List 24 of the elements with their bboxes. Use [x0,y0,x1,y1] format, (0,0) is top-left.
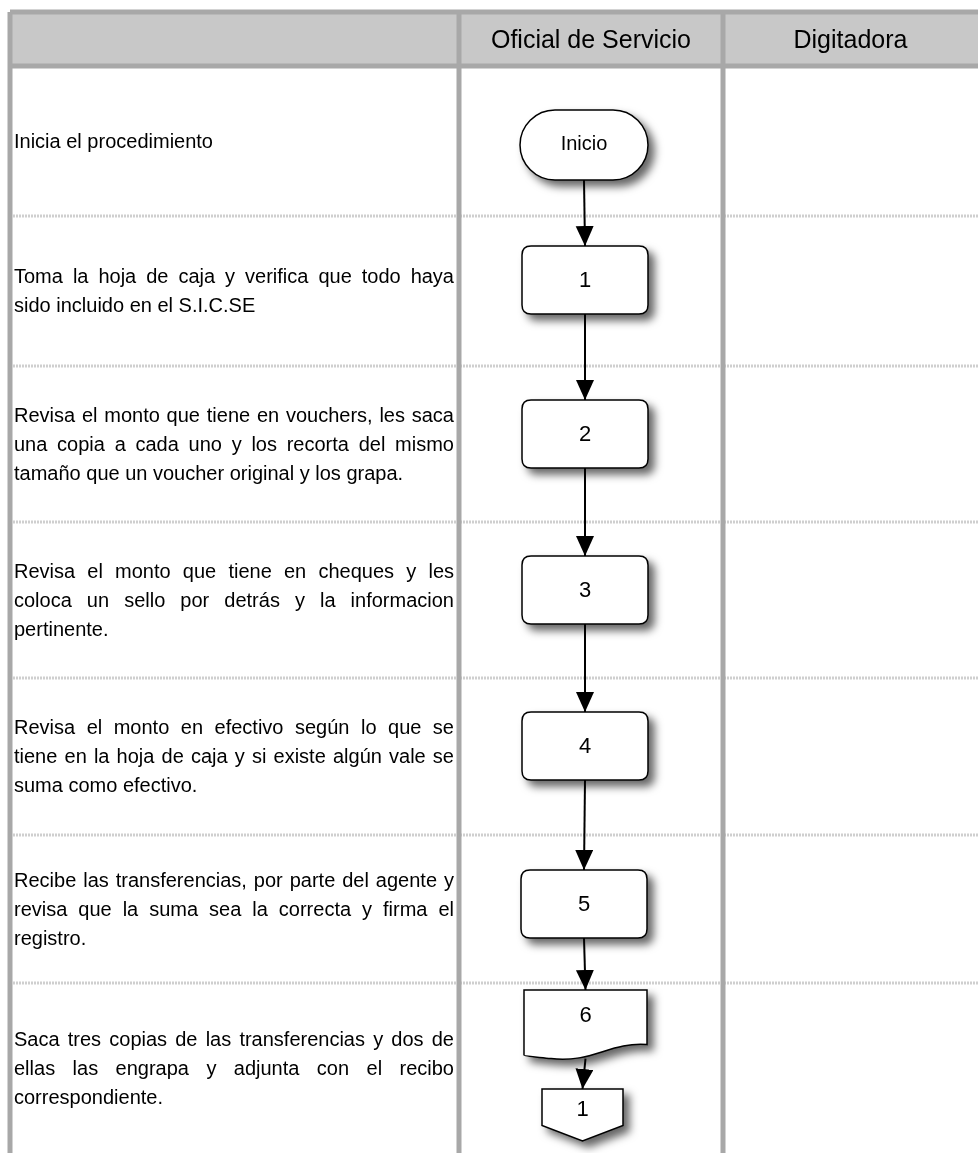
step-number: Inicio [559,132,609,155]
step-number: 3 [577,577,593,603]
arrow [575,179,594,247]
arrow [576,623,594,713]
step-number: 2 [577,421,593,447]
step-description: Inicia el procedimiento [14,128,214,154]
step-number: 4 [577,733,593,759]
step-number: 6 [578,1002,593,1028]
step-description: Recibe las transferencias, por parte del agente y revisa que la suma sea la correcta y firma el registro. [14,867,454,951]
arrow [575,937,594,991]
arrow [575,779,594,871]
arrow [576,467,594,557]
step-description: Toma la hoja de caja y verifica que todo haya sido incluido en el S.I.C.SE [14,264,454,318]
column-header: Digitadora [793,24,908,54]
step-description: Revisa el monto que tiene en cheques y les coloca un sello por detrás y la informacion pertinente. [14,558,454,642]
arrow [575,1057,594,1090]
step-number: 1 [577,267,593,293]
step-description: Revisa el monto que tiene en vouchers, les saca una copia a cada uno y los recorta del mismo tamaño que un voucher original y los grapa. [14,402,454,486]
step-description: Saca tres copias de las transferencias y dos de ellas las engrapa y adjunta con el recibo correspondiente. [14,1026,454,1110]
step-number: 1 [575,1095,590,1122]
arrow [576,313,594,401]
step-number: 5 [576,891,592,917]
column-header: Oficial de Servicio [490,24,692,54]
step-description: Revisa el monto en efectivo según lo que se tiene en la hoja de caja y si existe algún vale se suma como efectivo. [14,715,454,798]
